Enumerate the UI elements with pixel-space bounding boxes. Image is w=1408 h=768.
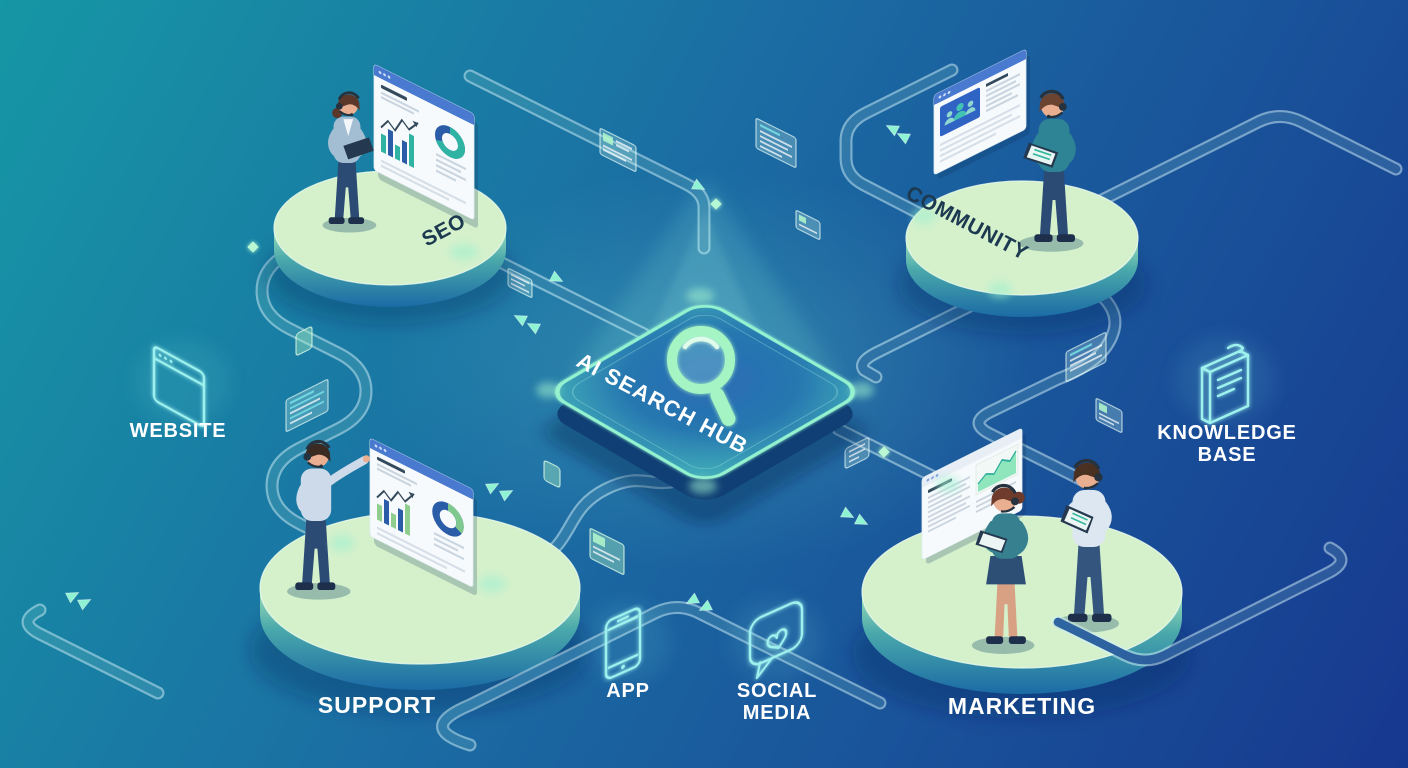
data-card	[1095, 398, 1123, 433]
browser-window-icon	[152, 346, 206, 428]
connection-glows	[330, 208, 1012, 592]
magnifier-icon	[667, 326, 736, 426]
person-seo-analyst	[322, 91, 377, 233]
channel-website	[134, 340, 230, 428]
data-card	[543, 460, 561, 488]
channel-app	[586, 602, 670, 682]
channel-social-media	[730, 598, 822, 682]
app-label: APP	[606, 680, 650, 702]
data-card	[844, 437, 870, 469]
book-icon	[1200, 343, 1250, 425]
channel-knowledge-base	[1175, 336, 1275, 425]
smartphone-icon	[604, 607, 642, 680]
browser-window-support	[369, 438, 477, 595]
website-label: WEBSITE	[130, 420, 227, 442]
person-support-agent	[287, 439, 370, 600]
knowledge-base-label-line1: KNOWLEDGE	[1157, 422, 1296, 444]
floating-data-cards	[285, 118, 1123, 575]
marketing-label: MARKETING	[948, 693, 1096, 719]
data-card	[295, 326, 313, 356]
person-marketing-man	[1053, 458, 1119, 633]
hub: AI SEARCH HUB	[546, 305, 864, 524]
social-media-label-line2: MEDIA	[743, 702, 811, 724]
data-card	[1065, 332, 1107, 382]
browser-window-seo	[373, 64, 478, 228]
data-card	[285, 379, 329, 432]
data-card	[755, 118, 797, 168]
platform-community	[898, 180, 1146, 334]
browser-window-community	[933, 49, 1030, 179]
data-card	[599, 128, 637, 172]
support-label: SUPPORT	[318, 692, 436, 718]
person-community-manager	[1019, 89, 1084, 252]
data-card	[589, 528, 625, 575]
person-marketing-woman	[971, 483, 1035, 654]
data-card	[795, 210, 821, 240]
chat-bubble-heart-icon	[748, 601, 804, 680]
knowledge-base-label-line2: BASE	[1198, 444, 1257, 466]
social-media-label-line1: SOCIAL	[737, 680, 817, 702]
